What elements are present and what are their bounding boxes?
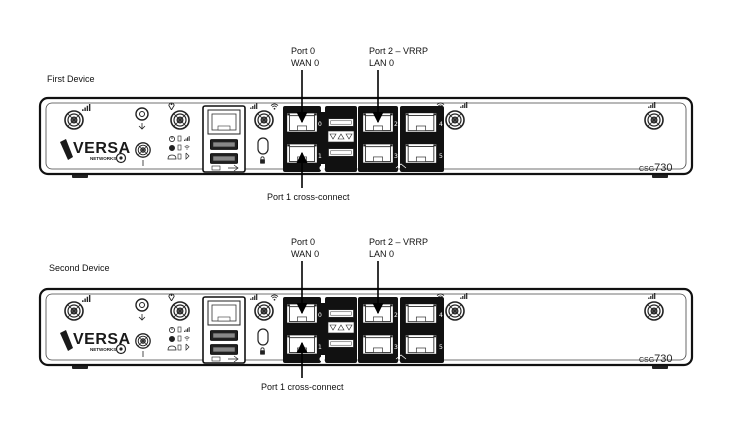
versa-logo-icon [60,330,73,351]
brand-sub: NETWORKS [90,347,116,352]
port-number-1: 1 [318,153,322,160]
port-number-4: 4 [439,312,443,319]
port-number-0: 0 [318,312,322,319]
brand-name: VERSA [73,140,131,157]
callout-port1: Port 1 cross-connect [261,382,344,392]
port-number-5: 5 [439,153,443,160]
brand-name: VERSA [73,331,131,348]
port-number-3: 3 [394,344,398,351]
callout-port0-line2: WAN 0 [291,58,319,68]
port-number-3: 3 [394,153,398,160]
port-number-5: 5 [439,344,443,351]
device-second: Second Device VERSA NETWORKS CSG730 0 1 … [40,237,692,392]
callout-port2-line2: LAN 0 [369,249,394,259]
callout-port2-line1: Port 2 – VRRP [369,237,428,247]
port-number-2: 2 [394,312,398,319]
callout-port0-line2: WAN 0 [291,249,319,259]
port-number-2: 2 [394,121,398,128]
callout-port0-line1: Port 0 [291,46,315,56]
port-number-4: 4 [439,121,443,128]
callout-port2-line1: Port 2 – VRRP [369,46,428,56]
port-number-1: 1 [318,344,322,351]
router-chassis: VERSA NETWORKS CSG730 0 1 2 3 4 5 [40,289,692,369]
versa-logo-icon [60,139,73,160]
port-number-0: 0 [318,121,322,128]
callout-port1: Port 1 cross-connect [267,192,350,202]
device-title: Second Device [49,263,110,273]
device-first: First Device VERSA NETWORKS CSG730 0 1 2… [40,46,692,202]
brand-sub: NETWORKS [90,156,116,161]
callout-port2-line2: LAN 0 [369,58,394,68]
device-title: First Device [47,74,95,84]
model-label: CSG730 [639,353,673,365]
model-label: CSG730 [639,162,673,174]
router-chassis: VERSA NETWORKS CSG730 0 1 2 3 4 5 [40,98,692,178]
callout-port0-line1: Port 0 [291,237,315,247]
